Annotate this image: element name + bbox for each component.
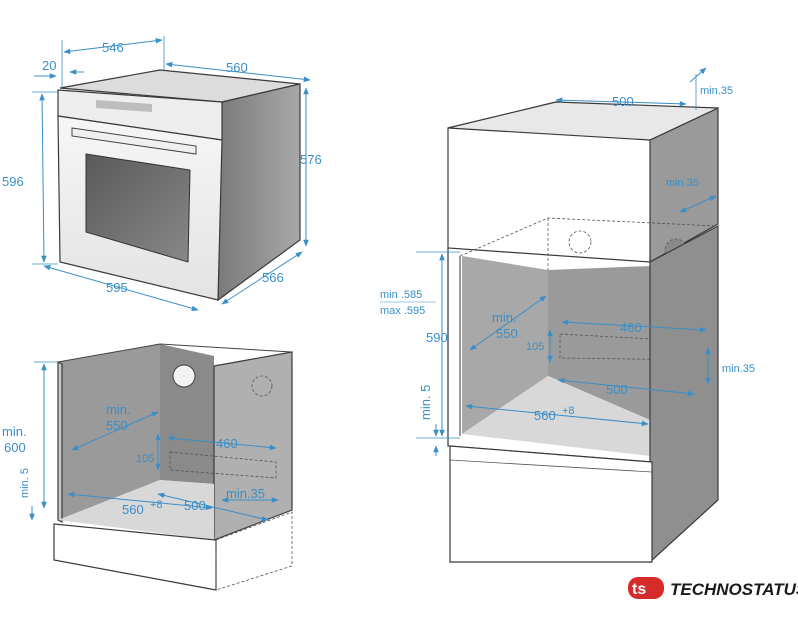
oven-window [85,153,191,263]
brand-name: TECHNOSTATUS [670,580,798,599]
oven-dimensions: 546 20 560 596 576 595 566 [2,36,322,311]
col-min-depth-1: min. [492,310,517,325]
uc-min-height-1: min. [2,424,27,439]
uc-plinth [53,523,217,591]
col-right-side [649,225,719,564]
uc-dimensions: min. 600 min. 550 460 105 min. 5 560 +8 … [2,361,279,522]
col-side-clearance-top: min.35 [666,177,699,189]
uc-min-height-2: 600 [4,440,26,455]
column-cabinet [447,101,719,564]
uc-inner-width-tol: +8 [150,499,163,511]
uc-vent-width: 460 [216,436,238,451]
oven-drawing [57,69,301,302]
uc-inner-width: 560 [122,502,144,517]
col-rear-gap: 500 [606,382,628,397]
oven-handle [71,127,197,155]
brand-logo-icon [628,577,664,599]
uc-vent-hole [172,364,196,388]
dim-width-top: 546 [102,40,124,55]
col-vent-height: 105 [526,341,544,353]
uc-min-depth-2: 550 [106,418,128,433]
col-niche-height: 590 [426,330,448,345]
brand-logo: ts TECHNOSTATUS [628,577,798,599]
col-plinth-label: min. 5 [418,385,433,420]
dim-width-body: 566 [262,270,284,285]
dim-height-total: 596 [2,174,24,189]
col-niche-range-2: max .595 [380,305,425,317]
dim-front-depth: 20 [42,58,56,73]
svg-text:ts: ts [632,581,646,598]
col-side-clearance: min.35 [722,363,755,375]
under-counter-cabinet [53,343,293,591]
uc-rear-gap: 500 [184,498,206,513]
uc-vent-height: 105 [136,453,154,465]
column-dimensions: 500 min.35 min.35 min .585 max .595 590 … [380,67,755,456]
dim-depth: 560 [226,60,248,75]
col-min-depth-2: 550 [496,326,518,341]
col-inner-width: 560 [534,408,556,423]
col-inner-width-tol: +8 [562,405,575,417]
dim-height-body: 576 [300,152,322,167]
col-top-clearance: min.35 [700,85,733,97]
col-niche-range-1: min .585 [380,289,422,301]
uc-min-depth-1: min. [106,402,131,417]
dim-width-front: 595 [106,280,128,295]
col-vent-width: 460 [620,320,642,335]
uc-rear-cutout [169,451,277,479]
col-top-width: 500 [612,94,634,109]
uc-side-clearance: min.35 [226,486,265,501]
uc-plinth-label: min. 5 [19,468,31,498]
col-base-front [449,445,653,563]
oven-display [96,100,152,112]
oven-side [217,83,301,302]
